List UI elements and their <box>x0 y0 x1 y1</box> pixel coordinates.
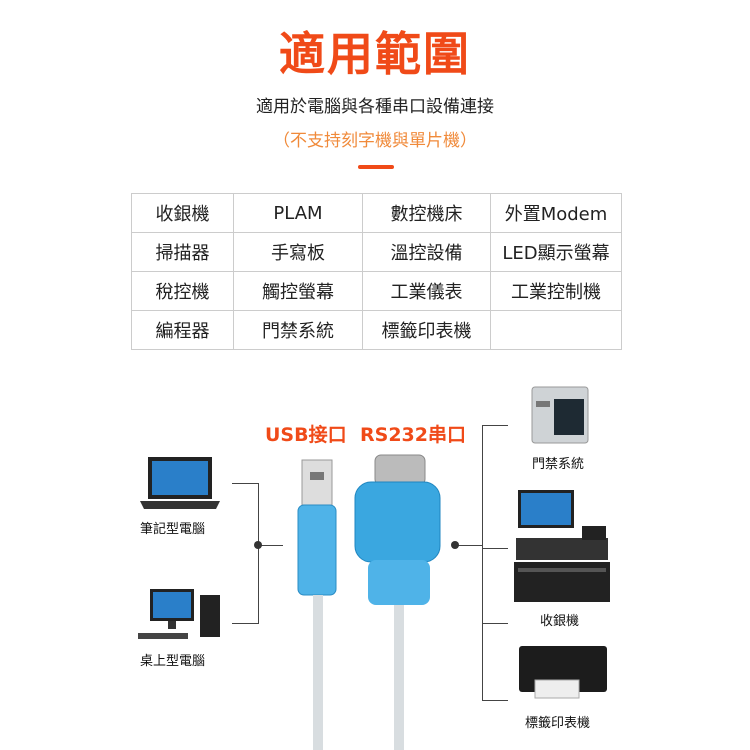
connector-line <box>482 548 508 549</box>
device-label: 門禁系統 <box>532 457 585 472</box>
table-cell: 工業控制機 <box>490 271 622 311</box>
connector-dot <box>254 541 262 549</box>
table-cell: LED顯示螢幕 <box>490 232 622 272</box>
usb-label: USB接口 <box>265 424 347 446</box>
table-cell: 外置Modem <box>490 193 622 233</box>
table-cell: 稅控機 <box>131 271 234 311</box>
table-cell: 標籤印表機 <box>362 310 491 350</box>
rs232-label: RS232串口 <box>360 424 466 446</box>
connector-line <box>482 700 508 701</box>
page-title: 適用範圍 <box>279 27 471 81</box>
cash-register-icon <box>514 490 610 602</box>
table-cell: 門禁系統 <box>233 310 363 350</box>
application-table: 收銀機 PLAM 數控機床 外置Modem 掃描器 手寫板 溫控設備 LED顯示… <box>131 193 622 350</box>
connector-line <box>482 425 483 701</box>
table-cell <box>490 310 622 350</box>
table-row: 稅控機 觸控螢幕 工業儀表 工業控制機 <box>131 271 622 311</box>
table-cell: 溫控設備 <box>362 232 491 272</box>
table-cell: 手寫板 <box>233 232 363 272</box>
device-label: 筆記型電腦 <box>140 522 206 537</box>
divider <box>358 165 394 169</box>
connector-line <box>232 483 258 484</box>
access-control-keypad-icon <box>531 386 589 444</box>
note: （不支持刻字機與單片機） <box>273 131 477 151</box>
device-label: 標籤印表機 <box>525 716 591 731</box>
connector-line <box>232 623 258 624</box>
device-label: 收銀機 <box>540 614 580 629</box>
table-row: 收銀機 PLAM 數控機床 外置Modem <box>131 193 622 233</box>
connector-line <box>482 425 508 426</box>
connector-line <box>455 545 482 546</box>
connector-dot <box>451 541 459 549</box>
table-row: 掃描器 手寫板 溫控設備 LED顯示螢幕 <box>131 232 622 272</box>
table-cell: 工業儀表 <box>362 271 491 311</box>
table-row: 編程器 門禁系統 標籤印表機 <box>131 310 622 350</box>
table-cell: 掃描器 <box>131 232 234 272</box>
connector-line <box>258 545 283 546</box>
usb-rs232-cable-icon <box>297 454 441 750</box>
table-cell: 觸控螢幕 <box>233 271 363 311</box>
table-cell: 收銀機 <box>131 193 234 233</box>
table-cell: 數控機床 <box>362 193 491 233</box>
desktop-computer-icon <box>138 589 220 639</box>
connector-line <box>482 623 508 624</box>
table-cell: PLAM <box>233 193 363 233</box>
connector-line <box>258 483 259 624</box>
subtitle: 適用於電腦與各種串口設備連接 <box>256 97 494 117</box>
device-label: 桌上型電腦 <box>140 654 206 669</box>
table-cell: 編程器 <box>131 310 234 350</box>
label-printer-icon <box>519 646 607 699</box>
laptop-icon <box>140 457 220 509</box>
